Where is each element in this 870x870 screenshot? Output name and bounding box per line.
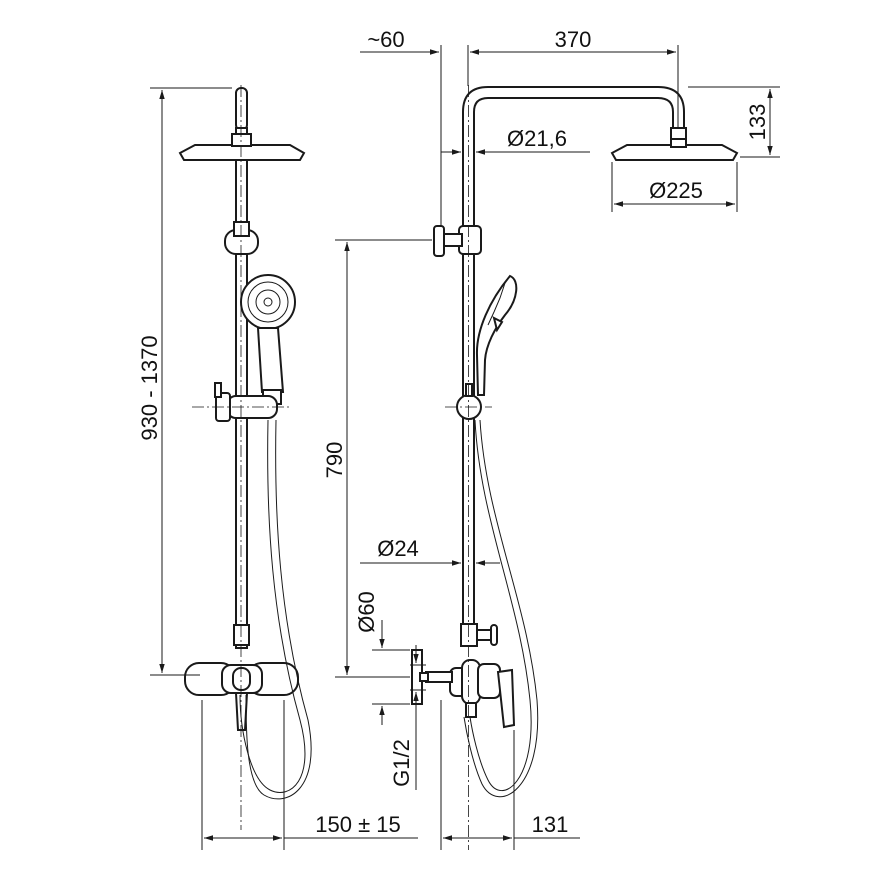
- dim-pipe-diameter: Ø21,6: [441, 126, 590, 155]
- front-mixer: [184, 662, 299, 731]
- label-arm-reach: 370: [555, 27, 592, 52]
- label-thread: G1/2: [389, 739, 414, 787]
- front-overhead-shower-head: [178, 144, 306, 161]
- front-riser-pipe: [235, 127, 248, 649]
- dim-wall-to-center: 150 ± 15: [201, 700, 418, 850]
- dim-height-range: 930 - 1370: [137, 87, 232, 676]
- label-height-range: 930 - 1370: [137, 335, 162, 440]
- front-hose: [239, 419, 306, 793]
- dim-rosette-diameter: Ø60: [354, 591, 410, 725]
- dim-mixer-depth: 131: [440, 700, 580, 850]
- side-view: [411, 45, 739, 850]
- side-overhead-shower-head: [610, 144, 739, 161]
- front-view: [178, 85, 312, 830]
- dim-thread: G1/2: [389, 645, 426, 790]
- dim-offset-and-reach: ~60 370: [360, 27, 679, 128]
- label-wall-to-center: 150 ± 15: [315, 812, 400, 837]
- side-hose: [469, 419, 532, 791]
- label-lower-pipe-diameter: Ø24: [377, 536, 419, 561]
- side-riser-pipe-and-arm: [462, 86, 685, 641]
- dim-head-height: 133: [688, 86, 780, 158]
- front-hand-shower: [240, 274, 296, 405]
- label-holder-height: 790: [322, 442, 347, 479]
- label-rosette-diameter: Ø60: [354, 591, 379, 633]
- dim-lower-pipe-diameter: Ø24: [360, 536, 500, 566]
- dim-holder-height: 790: [322, 239, 432, 678]
- label-mixer-depth: 131: [532, 812, 569, 837]
- label-head-diameter: Ø225: [649, 178, 703, 203]
- label-pipe-diameter: Ø21,6: [507, 126, 567, 151]
- side-hand-shower: [475, 274, 518, 396]
- dim-head-diameter: Ø225: [611, 162, 738, 212]
- side-mixer: [411, 649, 516, 729]
- label-head-height: 133: [745, 104, 770, 141]
- label-offset-from-wall: ~60: [367, 27, 404, 52]
